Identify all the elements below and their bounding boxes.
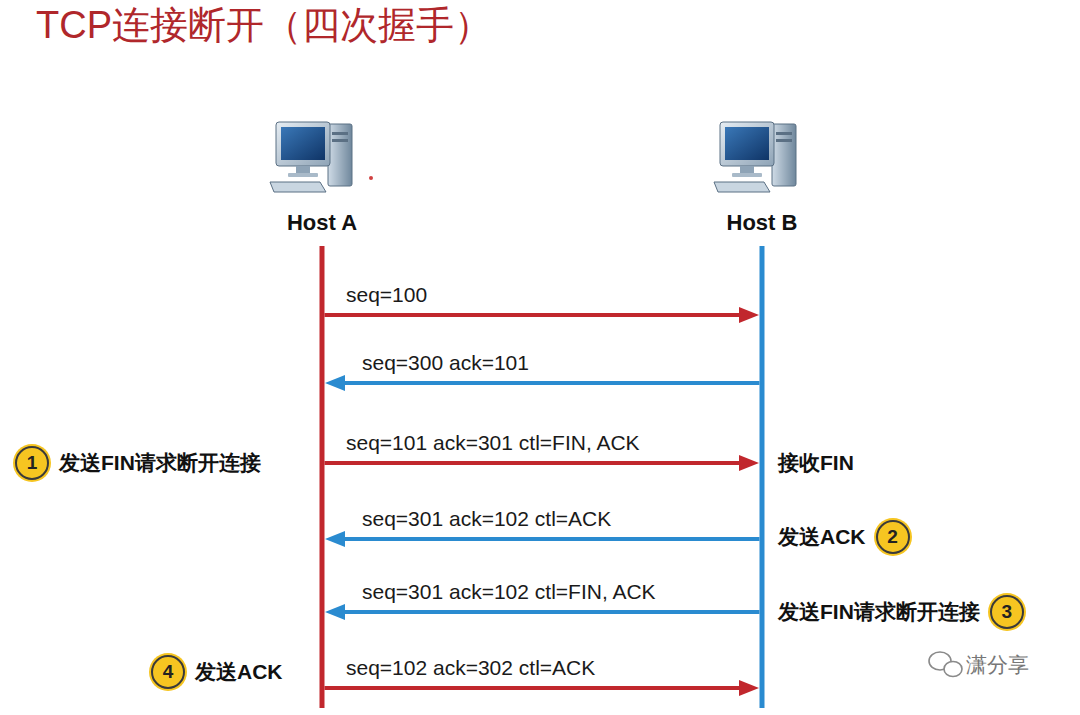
message-label: seq=102 ack=302 ctl=ACK — [344, 656, 597, 680]
callout-number: 3 — [990, 595, 1024, 629]
arrow-shaft — [324, 313, 741, 317]
computer-icon — [270, 122, 352, 192]
arrow-shaft — [343, 537, 760, 541]
message-label: seq=301 ack=102 ctl=ACK — [360, 507, 613, 531]
lifeline — [319, 246, 324, 708]
step-note: 发送ACK — [195, 659, 283, 685]
host-name: Host A — [287, 210, 357, 236]
arrow-head — [325, 604, 345, 620]
message-label: seq=300 ack=101 — [360, 351, 531, 375]
step-note: 发送ACK — [778, 524, 866, 550]
watermark: 潇分享 — [966, 652, 1029, 678]
message-arrow — [324, 455, 759, 471]
message-label: seq=301 ack=102 ctl=FIN, ACK — [360, 580, 658, 604]
step-note: 发送FIN请求断开连接 — [59, 450, 261, 476]
arrow-shaft — [324, 686, 741, 690]
arrow-head — [739, 455, 759, 471]
wechat-icon — [929, 652, 962, 677]
arrow-shaft — [343, 381, 760, 385]
host-label: Host A — [287, 210, 357, 236]
arrow-head — [739, 307, 759, 323]
message-arrow — [325, 604, 760, 620]
step-note: 发送FIN请求断开连接 — [778, 599, 980, 625]
step-note: 接收FIN — [778, 450, 854, 476]
message-arrow — [324, 307, 759, 323]
message-label: seq=101 ack=301 ctl=FIN, ACK — [344, 431, 642, 455]
arrow-head — [325, 375, 345, 391]
message-label: seq=100 — [344, 283, 429, 307]
callout-number: 2 — [876, 520, 910, 554]
host-name: Host B — [727, 210, 798, 236]
arrow-shaft — [324, 461, 741, 465]
arrow-shaft — [343, 610, 760, 614]
callout-number: 1 — [15, 446, 49, 480]
arrow-head — [325, 531, 345, 547]
callout-number: 4 — [151, 655, 185, 689]
host-label: Host B — [727, 210, 798, 236]
message-arrow — [325, 375, 760, 391]
computer-icon — [714, 122, 796, 192]
arrow-head — [739, 680, 759, 696]
message-arrow — [325, 531, 760, 547]
diagram-title: TCP连接断开（四次握手） — [36, 0, 492, 51]
message-arrow — [324, 680, 759, 696]
lifeline — [759, 246, 764, 708]
dot — [369, 176, 373, 180]
